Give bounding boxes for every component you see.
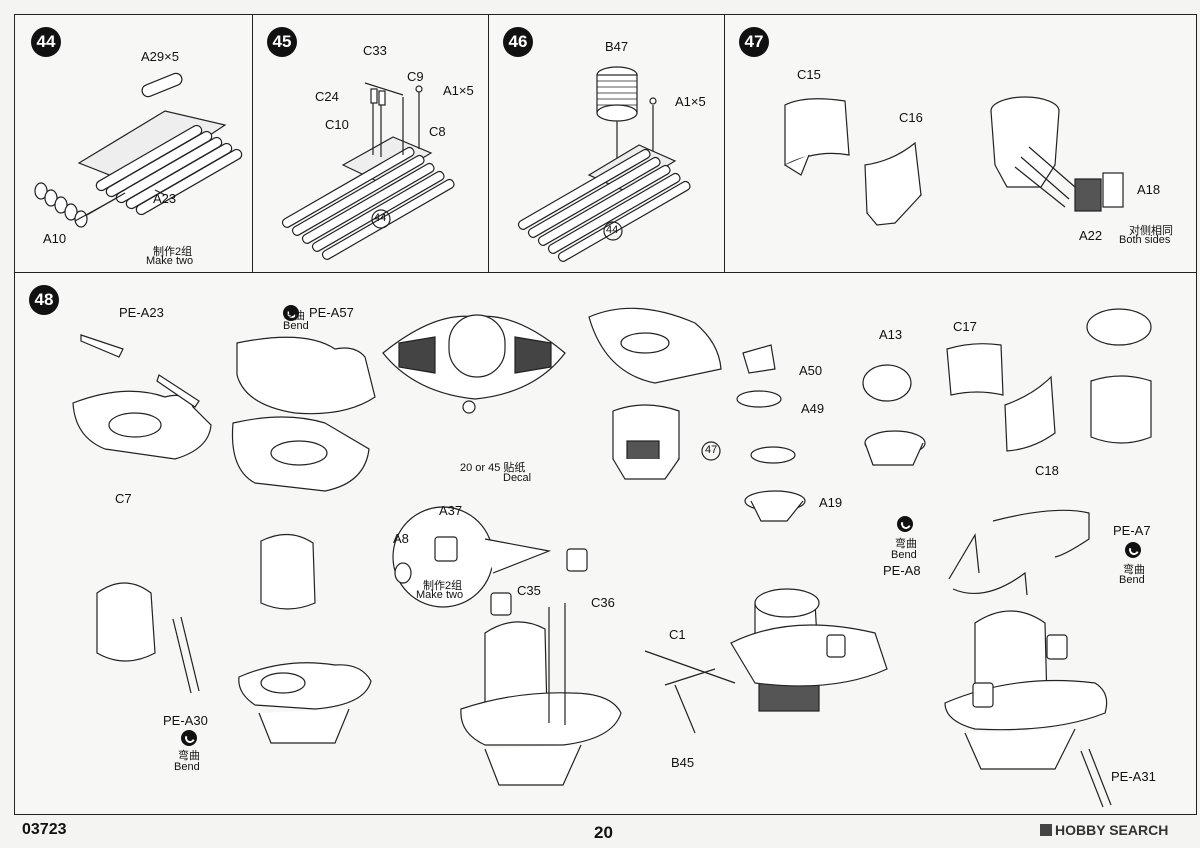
label-c35: C35 [517,583,541,598]
step-number-45: 45 [267,27,297,57]
bend-note-en-a57: Bend [283,320,309,332]
step-45-illustration [281,82,455,260]
label-c17: C17 [953,319,977,334]
label-a13: A13 [879,327,903,342]
watermark-icon [1040,824,1052,836]
bend-note-en-a30: Bend [174,761,200,773]
label-pe-a7: PE-A7 [1113,523,1151,538]
step-46-illustration [517,66,691,262]
label-c1: C1 [669,627,686,642]
make-two-note-en: Make two [146,255,194,267]
label-a19: A19 [819,495,843,510]
decal-label-en: Decal [503,472,532,484]
step-47-illustration [784,96,1124,226]
label-c10: C10 [325,117,349,132]
bend-icon [283,305,299,321]
both-sides-note-cn: 对侧相同 [1129,225,1173,237]
label-b47: B47 [605,39,629,54]
step-ref-47: 47 [705,444,718,456]
label-pe-a23: PE-A23 [119,305,164,320]
step-44-panel: 44 A29×5 A23 A10 制作2组 Ma [14,14,254,274]
step-ref-44: 44 [606,224,619,236]
step-45-panel: 45 C33 C9 A1×5 C24 C10 C8 44 [252,14,490,274]
step-number-46: 46 [503,27,533,57]
label-a18: A18 [1137,182,1161,197]
label-a1x5: A1×5 [675,94,706,109]
bend-icon-a8 [897,515,913,532]
label-a23: A23 [153,191,177,206]
label-b45: B45 [671,755,695,770]
label-a50: A50 [799,363,823,378]
bend-note-en-a8: Bend [891,549,917,561]
label-pe-a31: PE-A31 [1111,769,1156,784]
label-a8: A8 [393,531,409,546]
label-pe-a57: PE-A57 [309,305,354,320]
label-pe-a8: PE-A8 [883,563,921,578]
label-c36: C36 [591,595,615,610]
label-c15: C15 [797,67,821,82]
watermark-text: HOBBY SEARCH [1055,822,1169,838]
make-two-note-en: Make two [416,589,464,601]
label-c24: C24 [315,89,339,104]
decal-label-cn: 20 or 45 贴纸 [460,462,526,474]
both-sides-note-en: Both sides [1119,234,1171,246]
label-a29: A29×5 [141,49,179,64]
bend-icon-a7 [1125,541,1141,558]
step-46-panel: 46 B47 A1×5 44 [488,14,726,274]
bend-icon [1125,541,1141,558]
label-a22: A22 [1079,228,1103,243]
bend-note-cn-a30: 弯曲 [178,750,200,762]
label-pe-a30: PE-A30 [163,713,208,728]
label-a10: A10 [43,231,67,246]
step-number-48: 48 [29,285,59,315]
label-c9: C9 [407,69,424,84]
step-48-illustration [72,307,1152,808]
step-48-panel: 48 [14,272,1197,815]
label-a1x5: A1×5 [443,83,474,98]
label-a37: A37 [439,503,463,518]
step-number-44: 44 [31,27,61,57]
label-c8: C8 [429,124,446,139]
bend-icon-a30 [181,729,197,746]
label-c18: C18 [1035,463,1059,478]
bend-note-cn-a7: 弯曲 [1123,564,1145,576]
label-c16: C16 [899,110,923,125]
step-ref-44: 44 [374,212,387,224]
bend-note-cn-a57-text: 弯曲 [283,310,305,322]
page-number: 20 [594,823,613,842]
step-47-panel: 47 C15 C16 A18 A22 对侧相同 Both sides [724,14,1197,274]
bend-icon [181,729,197,746]
make-two-note-cn: 制作2组 [423,580,463,592]
step-number-47: 47 [739,27,769,57]
bend-note-en-a7: Bend [1119,574,1145,586]
label-c33: C33 [363,43,387,58]
bend-icon [897,515,913,532]
step-44-illustration [34,72,243,228]
bend-note-cn-a8: 弯曲 [895,538,917,550]
watermark: HOBBY SEARCH [1040,822,1168,838]
bend-note-cn-a57 [283,305,299,321]
label-c7: C7 [115,491,132,506]
make-two-note-cn: 制作2组 [153,246,193,258]
label-a49: A49 [801,401,825,416]
product-code: 03723 [22,821,67,838]
